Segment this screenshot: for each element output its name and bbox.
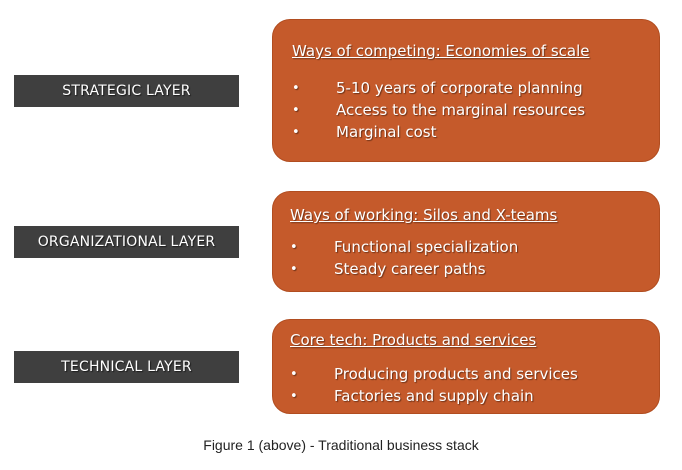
technical-layer-title: Core tech: Products and services	[290, 331, 537, 349]
organizational-layer-box: Ways of working: Silos and X-teams • Fun…	[272, 191, 660, 292]
bullet-text: Functional specialization	[334, 238, 519, 256]
list-item: • Marginal cost	[292, 121, 585, 143]
strategic-layer-title: Ways of competing: Economies of scale	[292, 42, 590, 60]
list-item: • Steady career paths	[290, 258, 518, 280]
bullet-text: Producing products and services	[334, 365, 578, 383]
bullet-text: Factories and supply chain	[334, 387, 534, 405]
technical-layer-box: Core tech: Products and services • Produ…	[272, 319, 660, 414]
bullet-text: Access to the marginal resources	[336, 101, 586, 119]
bullet-text: Marginal cost	[336, 123, 437, 141]
bullet-icon: •	[290, 388, 298, 404]
organizational-layer-title: Ways of working: Silos and X-teams	[290, 206, 558, 224]
bullet-icon: •	[292, 80, 300, 96]
strategic-layer-box: Ways of competing: Economies of scale • …	[272, 19, 660, 162]
technical-layer-bullets: • Producing products and services • Fact…	[290, 363, 578, 407]
bullet-icon: •	[292, 124, 300, 140]
list-item: • Functional specialization	[290, 236, 518, 258]
bullet-text: 5-10 years of corporate planning	[336, 79, 583, 97]
bullet-icon: •	[290, 366, 298, 382]
bullet-text: Steady career paths	[334, 260, 486, 278]
list-item: • Factories and supply chain	[290, 385, 578, 407]
strategic-layer-label: STRATEGIC LAYER	[14, 75, 239, 107]
bullet-icon: •	[290, 239, 298, 255]
strategic-layer-bullets: • 5-10 years of corporate planning • Acc…	[292, 77, 585, 143]
list-item: • Access to the marginal resources	[292, 99, 585, 121]
list-item: • 5-10 years of corporate planning	[292, 77, 585, 99]
figure-caption: Figure 1 (above) - Traditional business …	[203, 437, 479, 453]
list-item: • Producing products and services	[290, 363, 578, 385]
bullet-icon: •	[292, 102, 300, 118]
technical-layer-label: TECHNICAL LAYER	[14, 351, 239, 383]
organizational-layer-label: ORGANIZATIONAL LAYER	[14, 226, 239, 258]
organizational-layer-bullets: • Functional specialization • Steady car…	[290, 236, 518, 280]
bullet-icon: •	[290, 261, 298, 277]
